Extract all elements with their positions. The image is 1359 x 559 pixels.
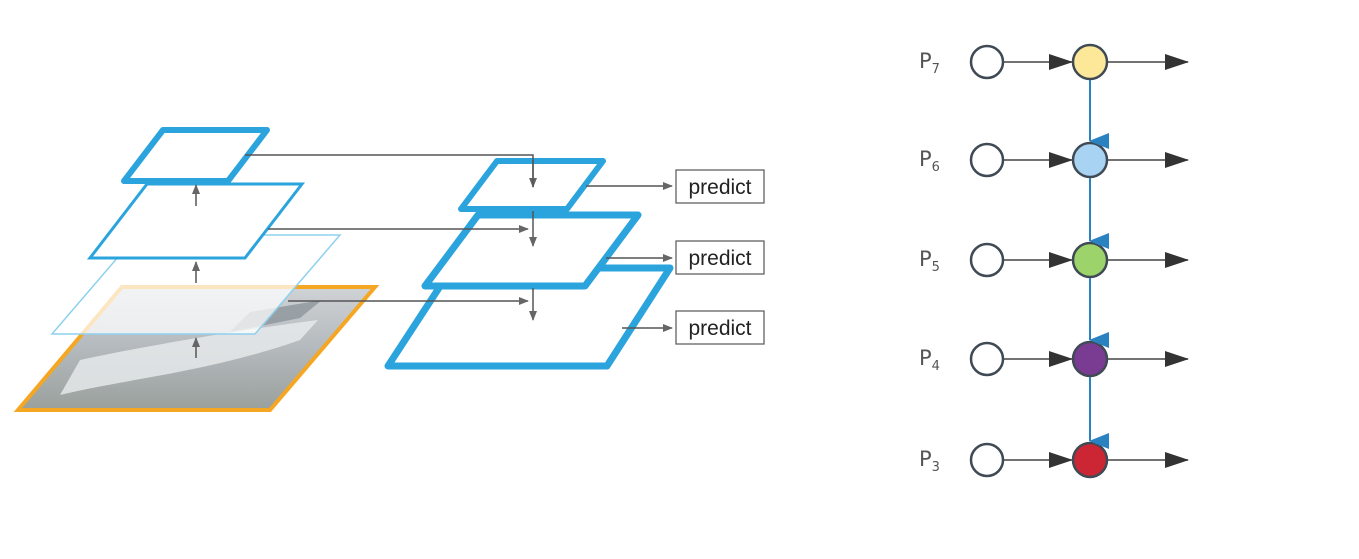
lateral-connections [245,154,534,305]
top-down-pathway [384,158,674,370]
input-node-p4 [969,341,1005,377]
input-node-p7 [969,44,1005,80]
output-node-p5 [1071,241,1109,279]
lateral-connection-1 [245,154,534,187]
level-label-p7: P7 [919,49,940,77]
output-node-p6 [1071,141,1109,179]
predict-label-2: predict [688,247,751,270]
level-row-p5: P5 [919,241,1189,279]
predict-box-2 [675,240,765,275]
predict-label-1: predict [688,176,751,199]
bottom-up-pathway [13,127,380,412]
level-label-p5: P5 [919,247,940,275]
predict-outputs: predict predict predict [586,169,765,345]
level-row-p6: P6 [919,141,1189,179]
predict-box-3 [675,310,765,345]
top-down-layer-2 [421,211,642,290]
level-row-p3: P3 [919,441,1189,479]
level-row-p7: P7 [919,43,1189,81]
input-node-p6 [969,142,1005,178]
level-label-p6: P6 [919,147,940,175]
bottom-up-layer-3 [121,127,270,184]
input-node-p3 [969,442,1005,478]
output-node-p3 [1071,441,1109,479]
predict-box-1 [675,169,765,204]
top-down-layer-3 [458,158,606,212]
level-label-p3: P3 [919,447,940,475]
boat-shape [60,320,318,395]
fpn-diagram: predict predict predict [13,127,765,412]
input-node-p5 [969,242,1005,278]
output-node-p7 [1071,43,1109,81]
level-row-p4: P4 [919,340,1189,378]
bottom-up-layer-2 [86,182,306,260]
predict-label-3: predict [688,317,751,340]
top-down-level-chain: P7 P6 P5 P4 [919,43,1189,479]
output-node-p4 [1071,340,1109,378]
level-label-p4: P4 [919,346,940,374]
bottom-up-layer-1 [50,234,342,335]
